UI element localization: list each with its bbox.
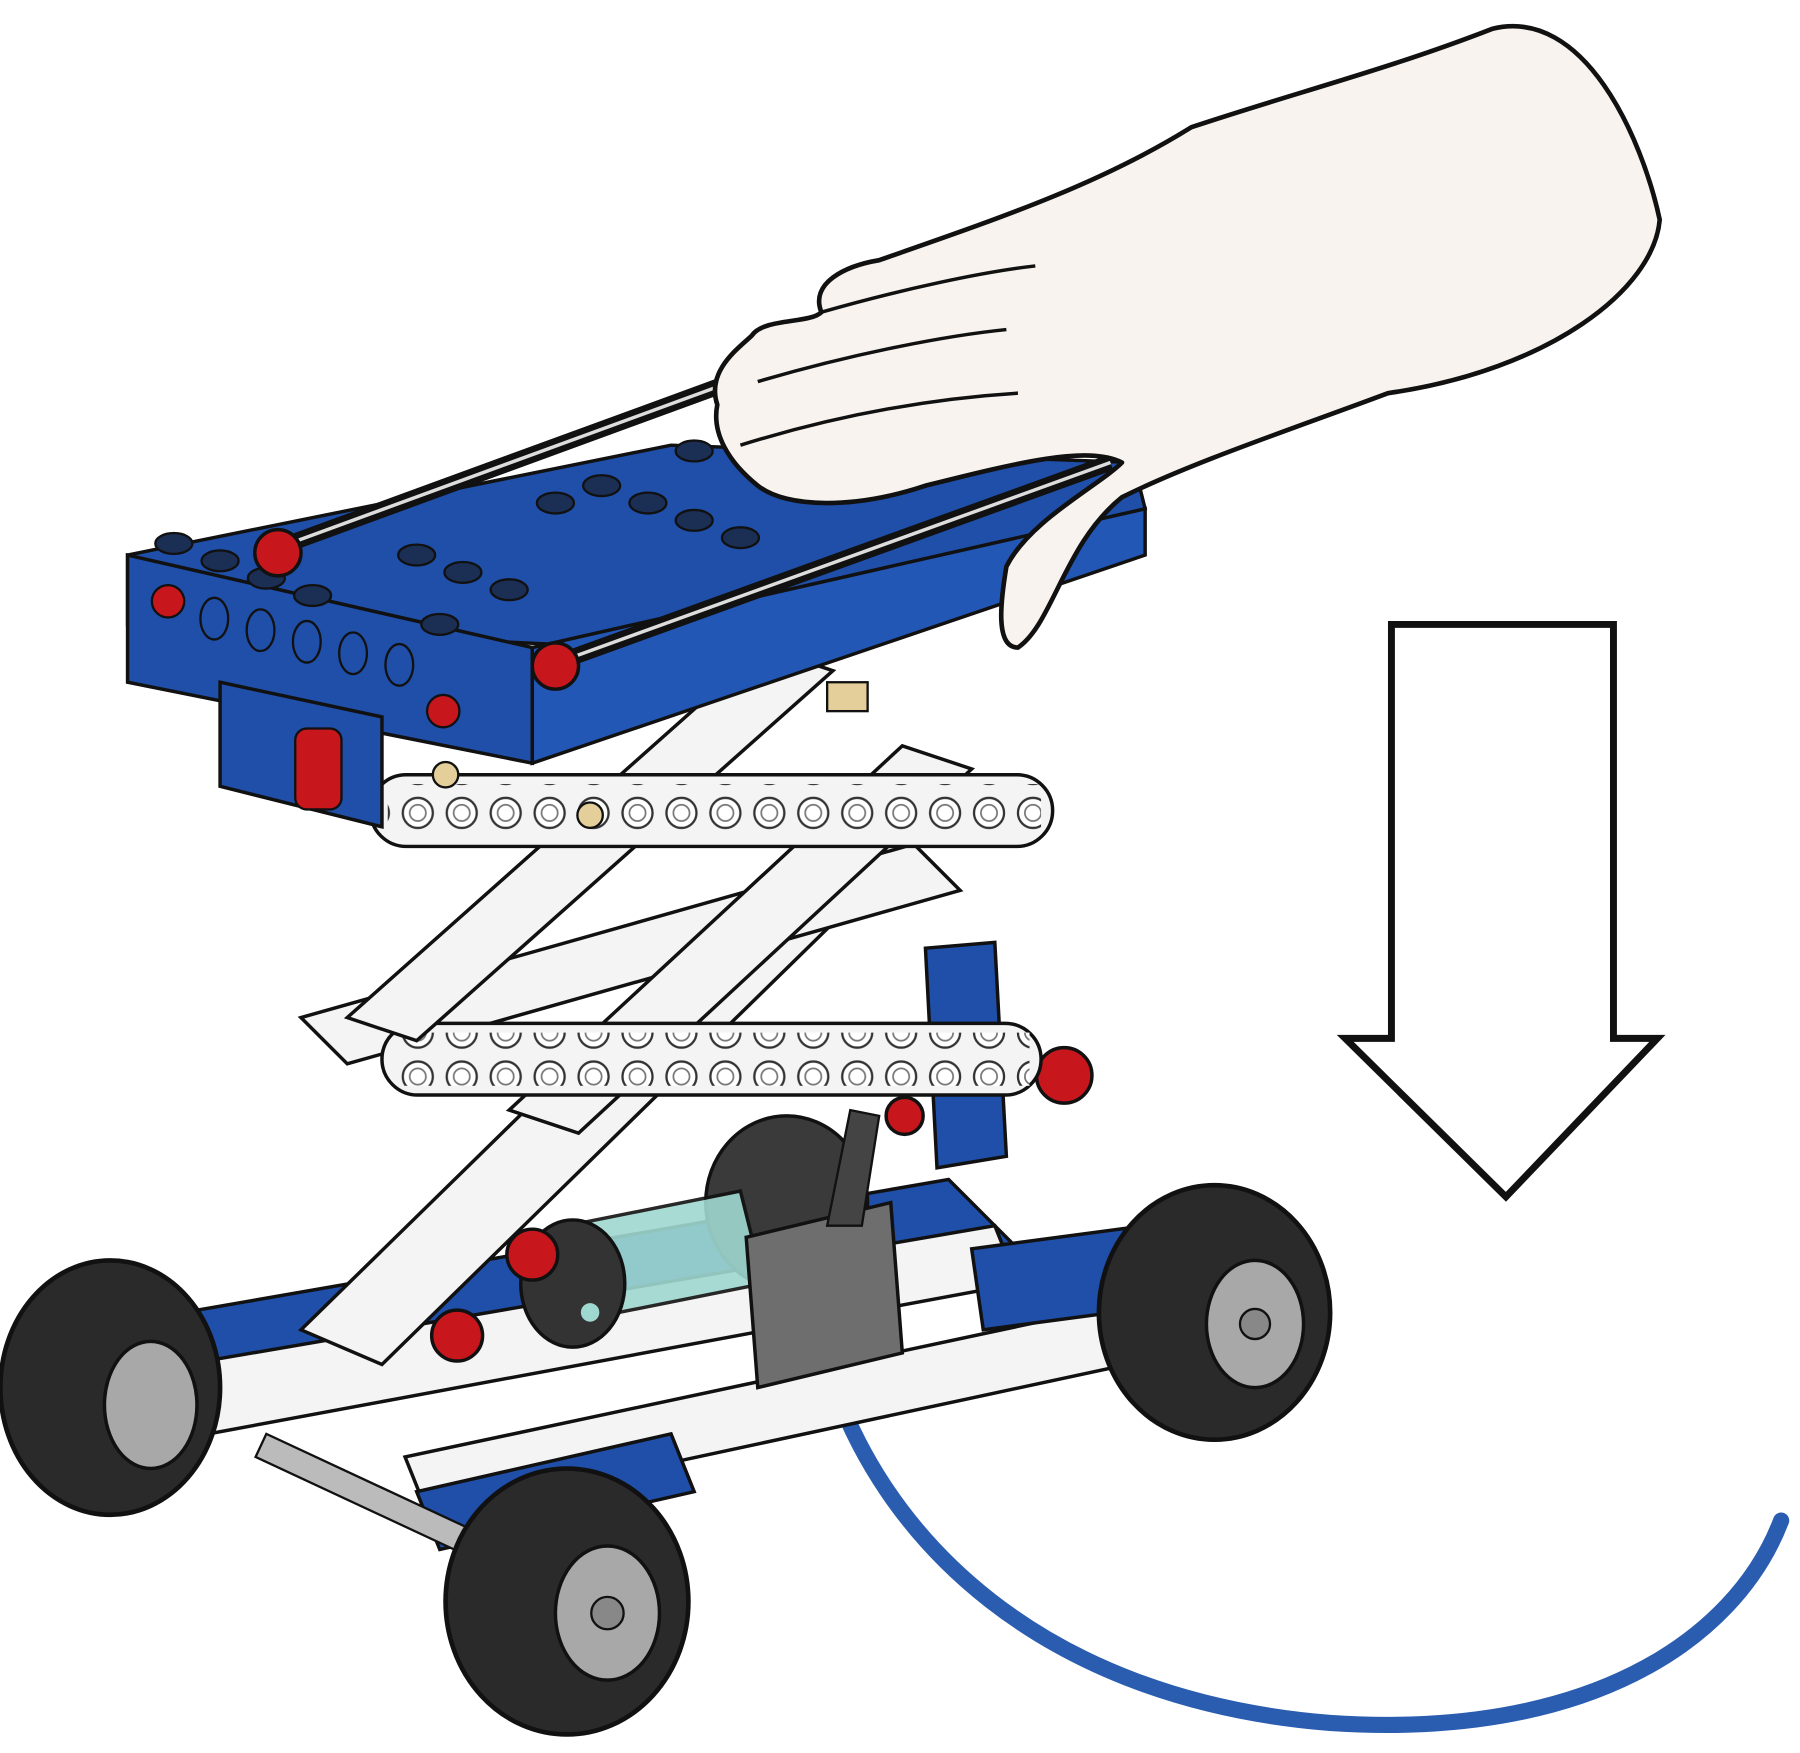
red-pins	[429, 1045, 1094, 1363]
red-bush	[150, 583, 186, 619]
tan-pin	[576, 801, 604, 830]
cable	[819, 1356, 1790, 1734]
hand-pressing-icon	[712, 24, 1663, 650]
tan-pin	[431, 760, 460, 789]
wheel-rear-left	[0, 1258, 223, 1518]
wheel-front-left	[443, 1466, 691, 1737]
axles	[253, 362, 1114, 691]
red-bush	[425, 693, 461, 729]
arrow-down-outline-icon	[1336, 620, 1666, 1202]
finger-lines	[739, 264, 1036, 447]
scissor-beams	[297, 645, 1055, 1367]
connector	[744, 1108, 905, 1390]
wheel-right	[1096, 1182, 1333, 1442]
